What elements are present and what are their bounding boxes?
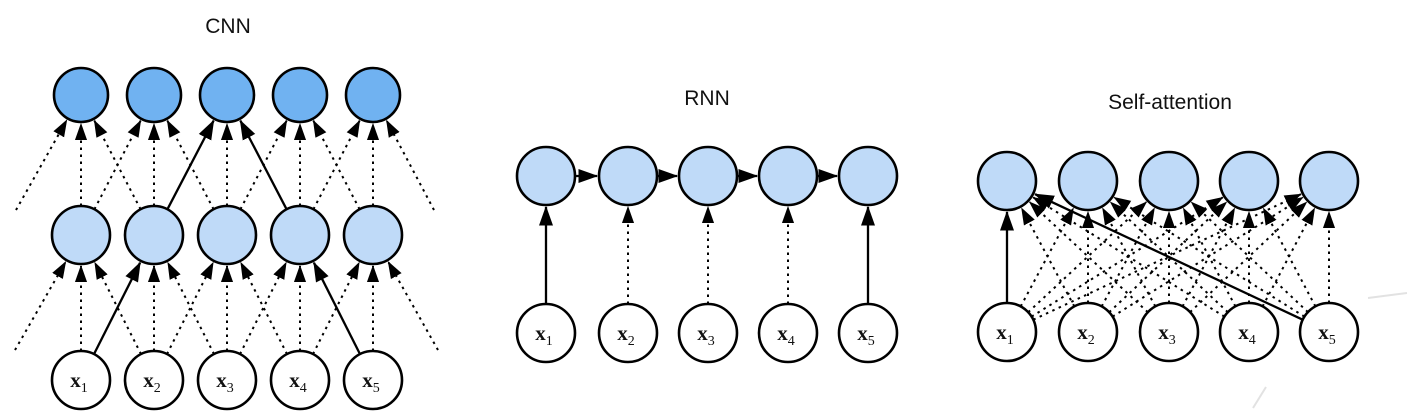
- cnn-edge-i4-m5: [312, 261, 360, 355]
- artifact-line-2: [1252, 386, 1267, 409]
- self-attention-title: Self-attention: [1108, 91, 1232, 114]
- cnn-node-i1: [50, 349, 112, 411]
- self-attention-node-i2: [1057, 301, 1119, 363]
- self-attention-edge-i5-h4: [1262, 207, 1317, 307]
- cnn-node-o4: [271, 66, 329, 124]
- self-attention-edge-i4-h5: [1261, 207, 1316, 307]
- cnn-offscreen-edge-4: [385, 119, 435, 211]
- cnn-offscreen-edge-2: [387, 261, 439, 351]
- self-attention-edge-i3-h4: [1181, 207, 1236, 307]
- rnn-node-h3: [677, 145, 739, 207]
- rnn-node-h4: [757, 145, 819, 207]
- rnn-node-h5: [837, 145, 899, 207]
- cnn-title: CNN: [205, 15, 251, 38]
- self-attention-edge-i4-h2: [1109, 201, 1229, 313]
- self-attention-edge-i2-h4: [1108, 201, 1228, 313]
- self-attention-node-i5: [1298, 301, 1360, 363]
- cnn-node-o3: [198, 66, 256, 124]
- rnn-node-h2: [597, 145, 659, 207]
- rnn-node-h1: [515, 145, 577, 207]
- self-attention-edge-i1-h4: [1031, 196, 1224, 318]
- self-attention-edge-i3-h5: [1189, 201, 1308, 313]
- self-attention-node-h3: [1138, 150, 1200, 212]
- cnn-edge-i2-m3: [166, 261, 214, 355]
- self-attention-node-i4: [1218, 301, 1280, 363]
- cnn-node-m2: [123, 204, 185, 266]
- rnn-node-i4: [757, 302, 819, 364]
- cnn-edge-m2-o3: [166, 119, 215, 210]
- cnn-node-m3: [196, 204, 258, 266]
- self-attention-edge-i2-h3: [1100, 207, 1156, 307]
- cnn-node-m1: [50, 204, 112, 266]
- cnn-edge-i4-m3: [240, 261, 288, 355]
- self-attention-node-i1: [976, 301, 1038, 363]
- cnn-node-o5: [344, 66, 402, 124]
- rnn-node-i2: [597, 302, 659, 364]
- cnn-node-o1: [52, 66, 110, 124]
- self-attention-edge-i3-h2: [1101, 207, 1157, 307]
- cnn-node-i3: [196, 349, 258, 411]
- self-attention-node-h4: [1218, 150, 1280, 212]
- cnn-edge-i1-m2: [92, 261, 142, 355]
- edges-layer: [14, 119, 1336, 355]
- cnn-node-i5: [342, 349, 404, 411]
- self-attention-node-h5: [1298, 150, 1360, 212]
- cnn-node-m5: [342, 204, 404, 266]
- self-attention-node-h1: [976, 150, 1038, 212]
- cnn-edge-i3-m2: [167, 261, 215, 355]
- cnn-offscreen-edge-1: [14, 260, 67, 351]
- self-attention-edge-i4-h3: [1182, 207, 1237, 307]
- rnn-node-i1: [515, 302, 577, 364]
- cnn-node-o2: [125, 66, 183, 124]
- self-attention-node-i3: [1138, 301, 1200, 363]
- rnn-title: RNN: [684, 87, 730, 110]
- rnn-node-i5: [837, 302, 899, 364]
- self-attention-node-h2: [1057, 150, 1119, 212]
- cnn-edge-m1-o2: [93, 119, 142, 210]
- cnn-edge-i3-m4: [239, 261, 287, 355]
- self-attention-edge-i1-h3: [1027, 201, 1148, 313]
- self-attention-edge-i5-h3: [1190, 201, 1309, 313]
- self-attention-edge-i2-h1: [1020, 207, 1076, 307]
- cnn-edge-m4-o5: [312, 119, 361, 210]
- cnn-edge-i5-m4: [312, 261, 362, 355]
- cnn-node-i2: [123, 349, 185, 411]
- self-attention-edge-i1-h5: [1032, 193, 1302, 321]
- cnn-edge-m3-o4: [239, 119, 288, 210]
- self-attention-edge-i1-h2: [1019, 207, 1075, 307]
- rnn-node-i3: [677, 302, 739, 364]
- cnn-node-m4: [269, 204, 331, 266]
- cnn-offscreen-edge-3: [15, 119, 68, 211]
- artifact-line-1: [1367, 292, 1408, 299]
- self-attention-edge-i2-h5: [1112, 196, 1304, 318]
- cnn-node-i4: [269, 349, 331, 411]
- self-attention-edge-i3-h1: [1028, 201, 1149, 313]
- artifacts-layer: [1252, 292, 1408, 409]
